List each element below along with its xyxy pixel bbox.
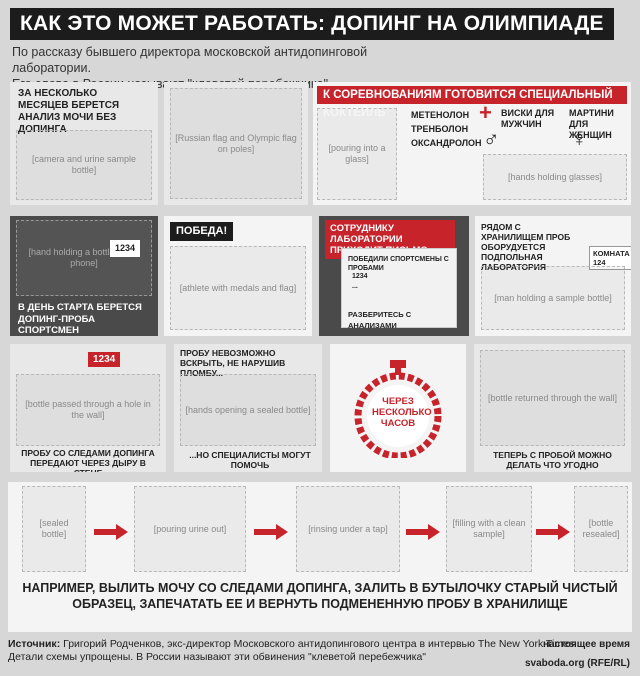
illustration-placeholder: [athlete with medals and flag] — [170, 246, 306, 330]
phone-number-label: 1234 — [110, 240, 141, 257]
step-rinse: [rinsing under a tap] — [296, 486, 400, 572]
source-note: Источник: Григорий Родченков, экс-директ… — [8, 638, 574, 664]
panel-photo-number: [hand holding a bottle and a phone] 1234… — [10, 216, 158, 336]
panel-caption: В ДЕНЬ СТАРТА БЕРЕТСЯ ДОПИНГ-ПРОБА СПОРТ… — [18, 302, 142, 336]
illustration-placeholder: [man holding a sample bottle] — [481, 266, 625, 330]
panel-swap-process: [sealed bottle] [pouring urine out] [rin… — [8, 482, 632, 632]
step-open-bottle: [sealed bottle] — [22, 486, 86, 572]
victory-badge: ПОБЕДА! — [170, 222, 234, 241]
site-credit: svaboda.org (RFE/RL) — [524, 658, 630, 669]
panel-caption: ЗА НЕСКОЛЬКО МЕСЯЦЕВ БЕРЕТСЯ АНАЛИЗ МОЧИ… — [18, 88, 120, 135]
arrow-step-1 — [94, 524, 128, 540]
panel-stopwatch: ЧЕРЕЗ НЕСКОЛЬКО ЧАСОВ — [330, 344, 466, 472]
stopwatch-icon: ЧЕРЕЗ НЕСКОЛЬКО ЧАСОВ — [354, 358, 442, 460]
illustration-placeholder: [Russian flag and Olympic flag on poles] — [170, 88, 302, 199]
panel-wall-hole: 1234 [bottle passed through a hole in th… — [10, 344, 166, 472]
sample-number-badge: 1234 — [88, 352, 121, 367]
letter-dots: ... — [352, 283, 358, 290]
subtitle-line-1: По рассказу бывшего директора московской… — [12, 45, 368, 75]
illustration-placeholder: [hand holding a bottle and a phone] — [16, 220, 152, 296]
step-reseal: [bottle resealed] — [574, 486, 628, 572]
male-symbol-icon: ♂ — [483, 126, 500, 151]
illustration-placeholder: [hands opening a sealed bottle] — [180, 374, 316, 446]
panel-flags: [Russian flag and Olympic flag on poles] — [164, 82, 308, 205]
illustration-placeholder: [camera and urine sample bottle] — [16, 130, 152, 200]
letter-line-1: ПОБЕДИЛИ СПОРТСМЕНЫ С ПРОБАМИ — [348, 256, 449, 272]
panel-caption-top: ПРОБУ НЕВОЗМОЖНО ВСКРЫТЬ, НЕ НАРУШИВ ПЛО… — [180, 348, 286, 378]
panel-header: К СОРЕВНОВАНИЯМ ГОТОВИТСЯ СПЕЦИАЛЬНЫЙ КО… — [317, 86, 627, 119]
whisky-for-men-label: ВИСКИ ДЛЯ МУЖЧИН — [501, 108, 555, 129]
drug-metenolon: МЕТЕНОЛОН — [411, 110, 470, 120]
panel-caption: ПРОБУ СО СЛЕДАМИ ДОПИНГА ПЕРЕДАЮТ ЧЕРЕЗ … — [21, 448, 155, 472]
process-caption: НАПРИМЕР, ВЫЛИТЬ МОЧУ СО СЛЕДАМИ ДОПИНГА… — [22, 581, 618, 611]
step-pour-out: [pouring urine out] — [134, 486, 246, 572]
panel-anything: [bottle returned through the wall] ТЕПЕР… — [474, 344, 631, 472]
arrow-step-2 — [254, 524, 288, 540]
illustration-placeholder: [bottle returned through the wall] — [480, 350, 625, 446]
panel-urine-sample: ЗА НЕСКОЛЬКО МЕСЯЦЕВ БЕРЕТСЯ АНАЛИЗ МОЧИ… — [10, 82, 158, 205]
panel-seal: ПРОБУ НЕВОЗМОЖНО ВСКРЫТЬ, НЕ НАРУШИВ ПЛО… — [174, 344, 322, 472]
page-title: КАК ЭТО МОЖЕТ РАБОТАТЬ: ДОПИНГ НА ОЛИМПИ… — [20, 12, 604, 35]
illustration-placeholder: [pouring into a glass] — [317, 108, 397, 200]
plus-icon: + — [479, 100, 492, 125]
illustration-placeholder: [bottle passed through a hole in the wal… — [16, 374, 160, 446]
title-bar: КАК ЭТО МОЖЕТ РАБОТАТЬ: ДОПИНГ НА ОЛИМПИ… — [10, 8, 614, 40]
brand-logo: настоящее время — [543, 639, 630, 650]
step-refill: [filling with a clean sample] — [446, 486, 532, 572]
letter-line-2: РАЗБЕРИТЕСЬ С АНАЛИЗАМИ — [348, 310, 412, 330]
panel-underground-lab: РЯДОМ С ХРАНИЛИЩЕМ ПРОБ ОБОРУДУЕТСЯ ПОДП… — [475, 216, 631, 336]
letter-sheet: ПОБЕДИЛИ СПОРТСМЕНЫ С ПРОБАМИ 1234 ... Р… — [341, 248, 457, 330]
source-label: Источник: — [8, 638, 61, 650]
panel-victory: ПОБЕДА! [athlete with medals and flag] — [164, 216, 312, 336]
martini-for-women-label: МАРТИНИ ДЛЯ ЖЕНЩИН — [569, 108, 614, 140]
panel-letter: СОТРУДНИКУ ЛАБОРАТОРИИ ПРИХОДИТ ПИСЬМО П… — [319, 216, 469, 336]
illustration-placeholder: [hands holding glasses] — [483, 154, 627, 200]
panel-caption: РЯДОМ С ХРАНИЛИЩЕМ ПРОБ ОБОРУДУЕТСЯ ПОДП… — [481, 222, 571, 272]
panel-caption-bottom: ...НО СПЕЦИАЛИСТЫ МОГУТ ПОМОЧЬ — [189, 450, 311, 470]
panel-caption: ТЕПЕРЬ С ПРОБОЙ МОЖНО ДЕЛАТЬ ЧТО УГОДНО — [493, 450, 612, 470]
arrow-step-4 — [536, 524, 570, 540]
source-text: Григорий Родченков, экс-директор Московс… — [60, 638, 575, 650]
letter-number: 1234 — [352, 273, 368, 280]
footer-note: Детали схемы упрощены. В России называют… — [8, 651, 427, 663]
drug-trenbolon: ТРЕНБОЛОН — [411, 124, 469, 134]
panel-cocktail: К СОРЕВНОВАНИЯМ ГОТОВИТСЯ СПЕЦИАЛЬНЫЙ КО… — [313, 82, 631, 205]
arrow-step-3 — [406, 524, 440, 540]
female-symbol-icon: ♀ — [571, 126, 588, 151]
drug-oxandrolon: ОКСАНДРОЛОН — [411, 138, 482, 148]
stopwatch-text: ЧЕРЕЗ НЕСКОЛЬКО ЧАСОВ — [372, 396, 432, 429]
